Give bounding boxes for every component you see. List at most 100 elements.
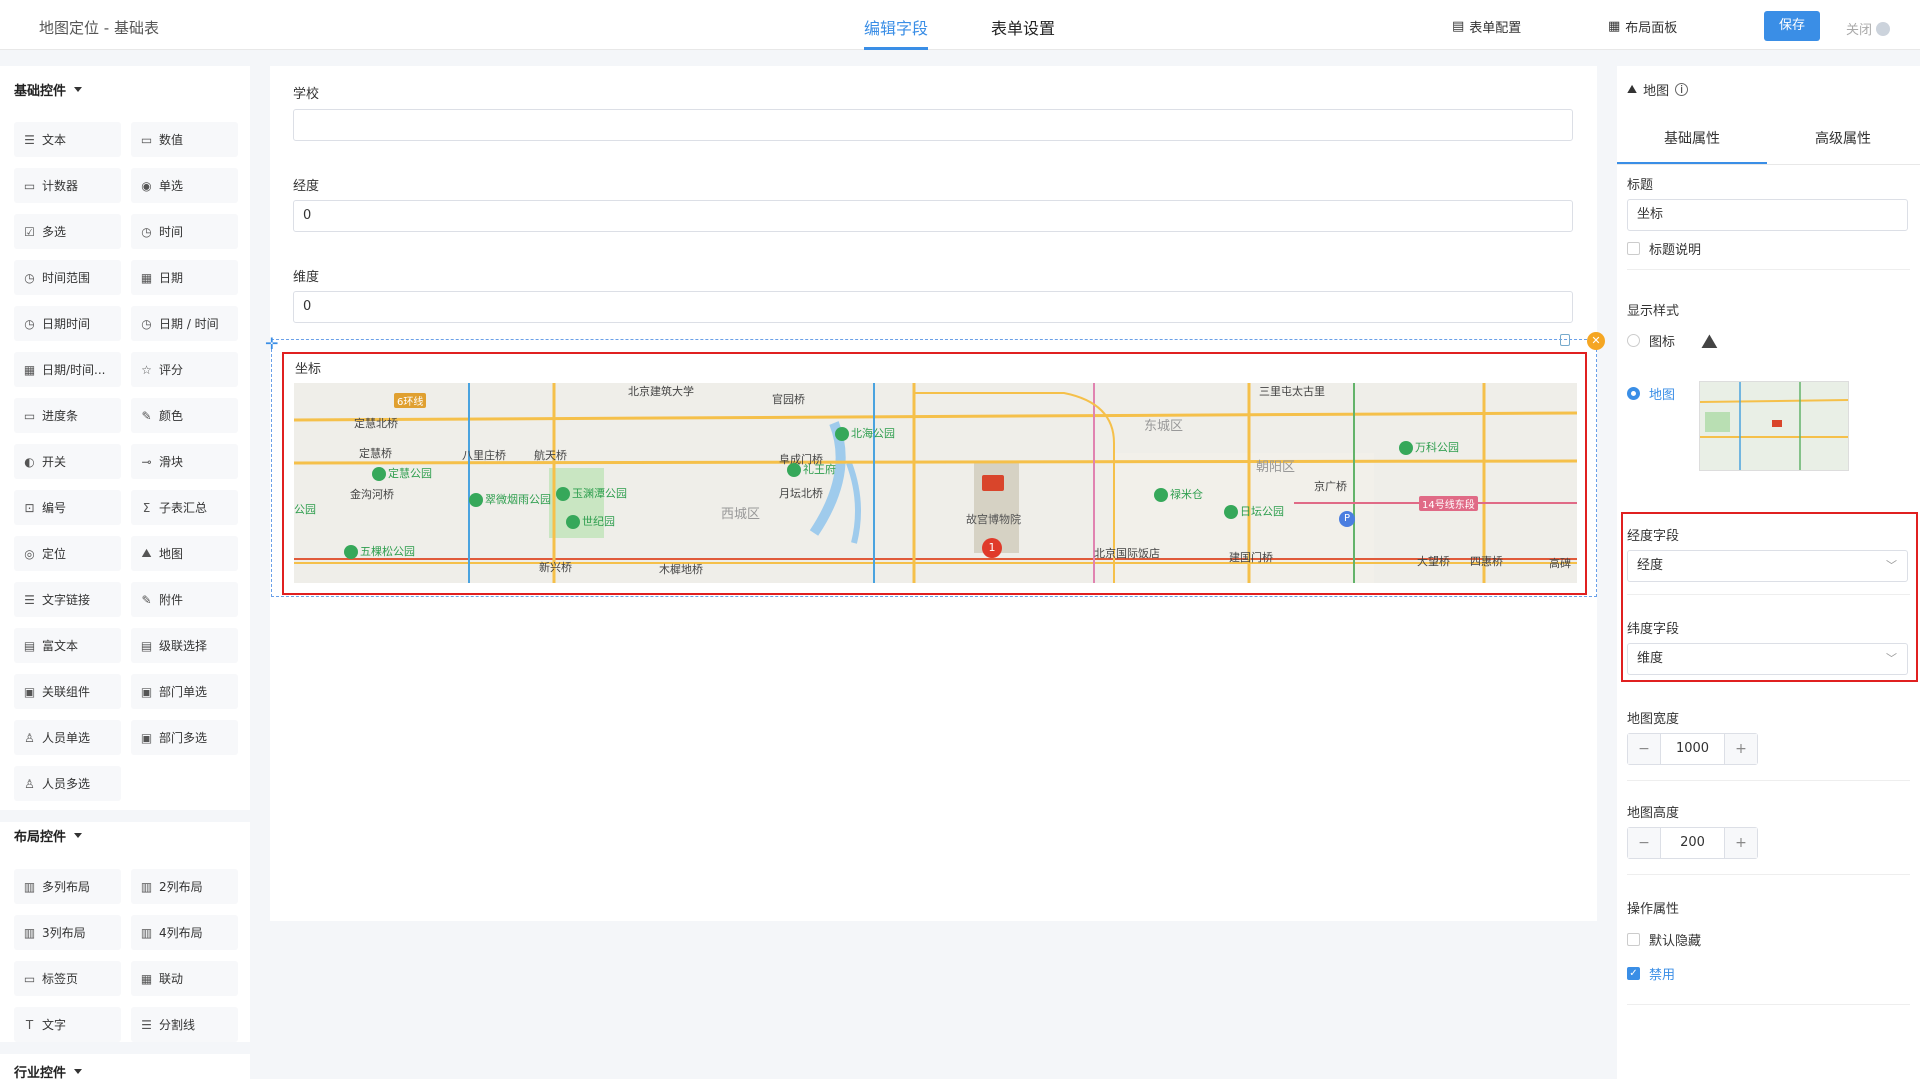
radio-icon <box>1627 387 1640 400</box>
widget-label: 文本 <box>42 133 67 147</box>
selected-field-outline[interactable] <box>271 339 1597 597</box>
map-poi: 公园 <box>294 503 316 516</box>
widget-basic-18[interactable]: ◎定位 <box>14 536 121 571</box>
tab-basic-props[interactable]: 基础属性 <box>1664 131 1720 147</box>
map-poi: 北海公园 <box>835 425 895 441</box>
widget-basic-2[interactable]: ▭计数器 <box>14 168 121 203</box>
disabled-checkbox[interactable]: ✓禁用 <box>1627 964 1675 983</box>
lat-field-select[interactable]: 维度﹀ <box>1627 643 1908 675</box>
map-poi: 世纪园 <box>566 513 615 529</box>
widget-basic-27[interactable]: ▣部门多选 <box>131 720 238 755</box>
widget-basic-7[interactable]: ▦日期 <box>131 260 238 295</box>
widget-label: 分割线 <box>159 1018 196 1032</box>
radio-icon <box>1627 334 1640 347</box>
tab-advanced-props[interactable]: 高级属性 <box>1815 131 1871 147</box>
widget-basic-28[interactable]: ♙人员多选 <box>14 766 121 801</box>
park-icon <box>835 427 849 441</box>
lng-field-select[interactable]: 经度﹀ <box>1627 550 1908 582</box>
widget-basic-6[interactable]: ◷ 时间范围 <box>14 260 121 295</box>
widget-basic-19[interactable]: ⛰地图 <box>131 536 238 571</box>
map-view[interactable]: 6环线 定慧北桥 定慧桥 八里庄桥 航天桥 阜成门桥 月坛北桥 官园桥 金沟河桥… <box>294 383 1577 583</box>
widget-basic-16[interactable]: ⊡编号 <box>14 490 121 525</box>
widget-icon: ◉ <box>141 178 152 193</box>
widget-basic-25[interactable]: ▣部门单选 <box>131 674 238 709</box>
location-marker-icon[interactable]: 1 <box>982 538 1002 558</box>
widget-basic-3[interactable]: ◉单选 <box>131 168 238 203</box>
decrement-button[interactable]: − <box>1628 734 1660 764</box>
widget-basic-0[interactable]: ☰文本 <box>14 122 121 157</box>
longitude-input[interactable]: 0 <box>293 200 1573 232</box>
widget-layout-5[interactable]: ▦联动 <box>131 961 238 996</box>
industry-widgets-header[interactable]: 行业控件 <box>14 1062 83 1079</box>
increment-button[interactable]: + <box>1725 734 1757 764</box>
map-icon: ⛰ <box>1627 82 1638 96</box>
widget-label: 人员单选 <box>42 731 91 745</box>
map-height-stepper[interactable]: − 200 + <box>1627 827 1758 859</box>
widget-basic-24[interactable]: ▣关联组件 <box>14 674 121 709</box>
widget-basic-13[interactable]: ✎颜色 <box>131 398 238 433</box>
decrement-button[interactable]: − <box>1628 828 1660 858</box>
widget-layout-1[interactable]: ▥2列布局 <box>131 869 238 904</box>
widget-basic-11[interactable]: ☆评分 <box>131 352 238 387</box>
widget-basic-14[interactable]: ◐开关 <box>14 444 121 479</box>
save-button[interactable]: 保存 <box>1764 11 1820 41</box>
map-label: 北京建筑大学 <box>628 385 694 398</box>
widget-icon: ▣ <box>23 684 36 699</box>
widget-layout-2[interactable]: ▥3列布局 <box>14 915 121 950</box>
widget-icon: ▥ <box>23 925 36 940</box>
map-width-stepper[interactable]: − 1000 + <box>1627 733 1758 765</box>
map-label: 三里屯太古里 <box>1259 385 1325 398</box>
copy-icon[interactable] <box>1560 334 1570 346</box>
widget-basic-4[interactable]: ☑多选 <box>14 214 121 249</box>
widget-basic-1[interactable]: ▭数值 <box>131 122 238 157</box>
widget-icon: ⊸ <box>141 454 152 469</box>
widget-layout-0[interactable]: ▥多列布局 <box>14 869 121 904</box>
widget-basic-23[interactable]: ▤级联选择 <box>131 628 238 663</box>
widget-label: 4列布局 <box>159 926 203 940</box>
map-width-value[interactable]: 1000 <box>1660 734 1725 764</box>
title-desc-checkbox[interactable]: 标题说明 <box>1627 239 1701 258</box>
widget-basic-22[interactable]: ▤富文本 <box>14 628 121 663</box>
widget-basic-10[interactable]: ▦日期/时间... <box>14 352 121 387</box>
tab-edit-fields[interactable]: 编辑字段 <box>864 15 929 50</box>
widget-basic-20[interactable]: ☰文字链接 <box>14 582 121 617</box>
map-poi: 翠微烟雨公园 <box>469 491 551 507</box>
style-icon-radio[interactable]: 图标 <box>1627 331 1675 350</box>
map-label: 大望桥 <box>1417 555 1450 568</box>
basic-widgets-header[interactable]: 基础控件 <box>14 80 83 99</box>
map-label: 京广桥 <box>1314 480 1347 493</box>
widget-basic-8[interactable]: ◷日期时间 <box>14 306 121 341</box>
widget-layout-3[interactable]: ▥4列布局 <box>131 915 238 950</box>
widget-basic-15[interactable]: ⊸滑块 <box>131 444 238 479</box>
widget-layout-7[interactable]: ☰分割线 <box>131 1007 238 1042</box>
widget-basic-5[interactable]: ◷时间 <box>131 214 238 249</box>
latitude-input[interactable]: 0 <box>293 291 1573 323</box>
layout-widgets-header[interactable]: 布局控件 <box>14 826 83 845</box>
increment-button[interactable]: + <box>1725 828 1757 858</box>
school-input[interactable] <box>293 109 1573 141</box>
widget-basic-21[interactable]: ✎附件 <box>131 582 238 617</box>
widget-label: 时间范围 <box>42 271 91 285</box>
widget-basic-12[interactable]: ▭进度条 <box>14 398 121 433</box>
info-icon[interactable]: i <box>1675 83 1689 96</box>
tab-form-settings[interactable]: 表单设置 <box>991 19 1056 38</box>
widget-label: 标签页 <box>42 972 79 986</box>
move-icon[interactable]: ✛ <box>265 334 279 353</box>
map-height-value[interactable]: 200 <box>1660 828 1725 858</box>
widget-layout-4[interactable]: ▭标签页 <box>14 961 121 996</box>
map-label: 木樨地桥 <box>659 563 703 576</box>
style-map-radio[interactable]: 地图 <box>1627 384 1675 403</box>
widget-icon: ⊡ <box>24 500 35 515</box>
layout-panel-button[interactable]: ▦ 布局面板 <box>1608 19 1678 36</box>
close-toggle[interactable]: 关闭 <box>1846 19 1891 38</box>
default-hidden-checkbox[interactable]: 默认隐藏 <box>1627 930 1701 949</box>
title-input[interactable]: 坐标 <box>1627 199 1908 231</box>
delete-icon[interactable]: ✕ <box>1587 332 1605 350</box>
widget-basic-9[interactable]: ◷日期 / 时间 <box>131 306 238 341</box>
active-tab-indicator <box>1617 162 1767 164</box>
form-config-button[interactable]: ▤ 表单配置 <box>1452 19 1522 36</box>
widget-icon: ◷ <box>24 270 35 285</box>
widget-basic-26[interactable]: ♙人员单选 <box>14 720 121 755</box>
